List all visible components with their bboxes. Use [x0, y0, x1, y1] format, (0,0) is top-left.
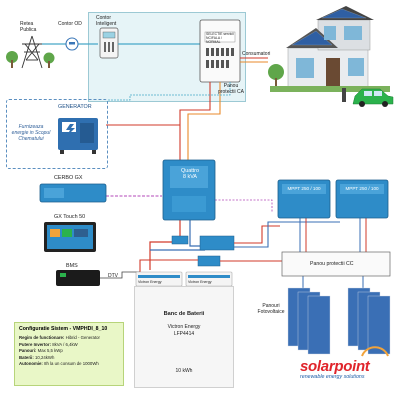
solarpoint-logo: solarpoint renewable energy solutions	[300, 358, 396, 380]
config-row: Baterii: 10,24kWh	[19, 354, 55, 360]
gx-touch-icon	[44, 222, 96, 252]
battery-bank-brand: Victron Energy	[167, 324, 201, 330]
ac-breaker-label: SELECTIE servicii NCIFALA / NORMAL	[206, 32, 234, 44]
smart-shunt-icon	[199, 235, 235, 251]
dtv-label: DTV	[108, 273, 118, 279]
quattro-inverter-icon	[162, 159, 216, 221]
config-row: Putere Invertor: 8kVA / 6,4kW	[19, 341, 78, 347]
car-icon	[352, 88, 394, 107]
config-row: Autonomie: 8h la un consum de 1000Wh	[19, 361, 99, 367]
bms-label: BMS	[66, 263, 78, 269]
dc-protection-panel	[281, 251, 391, 277]
battery-bank-capacity: 10 kWh	[175, 368, 193, 374]
pv-panels-icon	[287, 287, 391, 355]
config-title: Configuratie Sistem - VMPHDI_8_10	[19, 326, 108, 332]
quattro-label: Quattro 8 kVA	[181, 168, 199, 181]
battery-bank-model: LFP4414	[173, 331, 195, 337]
generator-title: GENERATOR	[58, 104, 92, 110]
ac-panel-label: Panou protectii CA	[218, 83, 244, 95]
mppt-1-icon	[277, 179, 331, 219]
ev-charger-icon	[342, 88, 346, 102]
lynx-busbar-icon	[171, 235, 189, 245]
brand-tagline: renewable energy solutions	[300, 374, 365, 380]
bms-icon	[56, 270, 100, 286]
battery-module-2-label: Victron Energy	[188, 280, 212, 284]
battery-module-1-label: Victron Energy	[138, 280, 162, 284]
meter-od-label: Contor OD	[58, 21, 82, 27]
cerbo-label: CERBO GX	[54, 175, 83, 181]
logo-sun-icon	[361, 346, 389, 357]
brand-name: solarpoint	[300, 358, 370, 375]
pv-label: Panouri Fotovoltaice	[257, 303, 285, 315]
consumers-label: Consumatori	[242, 51, 271, 57]
generator-description: Furnizeaza energie in Scopul Chematului	[11, 124, 51, 142]
battery-bank: Banc de Baterii Victron Energy LFP4414 1…	[134, 286, 234, 388]
generator-zone	[6, 99, 108, 169]
tree-icon	[6, 51, 55, 68]
cc-panel-label: Panou protectii CC	[310, 261, 354, 267]
system-config-box: Configuratie Sistem - VMPHDI_8_10 Regim …	[14, 322, 124, 386]
smart-meter-label: Contor Inteligent	[96, 15, 117, 27]
mppt-2-icon	[335, 179, 389, 219]
battery-bank-title: Banc de Baterii	[163, 311, 205, 317]
config-row: Panouri: Max 5,5 kWp	[19, 348, 63, 354]
mppt2-label: MPPT 250 / 100	[345, 186, 379, 191]
cerbo-gx-icon	[39, 183, 107, 203]
config-row: Regim de functionare: Hibrid - Generator	[19, 335, 100, 340]
mppt1-label: MPPT 250 / 100	[287, 186, 321, 191]
touch-label: GX Touch 50	[54, 214, 86, 220]
generator-icon	[58, 118, 98, 154]
power-pylon-icon	[21, 35, 43, 69]
house-icon	[268, 6, 390, 92]
grid-label: Retea Publica	[20, 21, 37, 33]
breaker-icon	[197, 255, 221, 267]
